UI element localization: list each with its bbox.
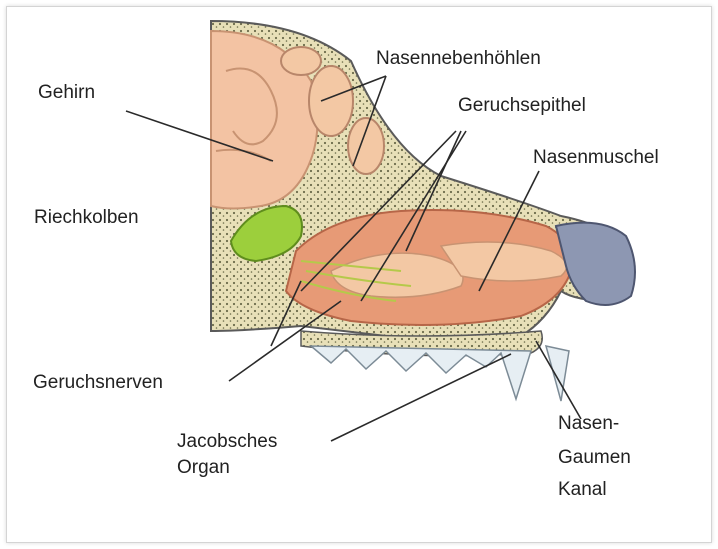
label-jacobsches-organ-line1: Jacobsches	[177, 429, 277, 455]
leader-line-jacobsches-organ	[331, 354, 511, 441]
sinus-chamber	[309, 66, 353, 136]
label-nasenmuschel: Nasenmuschel	[533, 145, 659, 171]
label-geruchsepithel: Geruchsepithel	[458, 93, 586, 119]
label-geruchsnerven: Geruchsnerven	[33, 370, 163, 396]
label-nasen-gaumen-kanal-line1: Nasen-	[558, 411, 619, 437]
teeth	[311, 346, 531, 399]
label-gehirn: Gehirn	[38, 80, 95, 106]
sinus-chamber	[281, 47, 321, 75]
label-nasen-gaumen-kanal-line3: Kanal	[558, 477, 607, 503]
label-nasennebenhoehlen: Nasennebenhöhlen	[376, 46, 541, 72]
label-jacobsches-organ-line2: Organ	[177, 455, 230, 481]
label-nasen-gaumen-kanal-line2: Gaumen	[558, 445, 631, 471]
label-riechkolben: Riechkolben	[34, 205, 139, 231]
